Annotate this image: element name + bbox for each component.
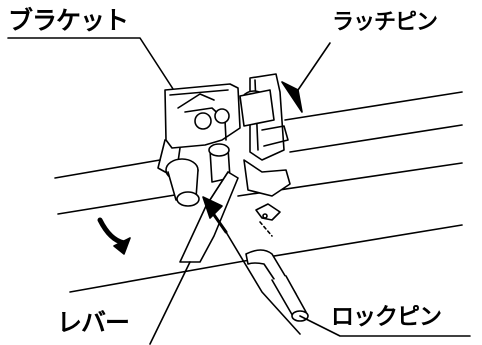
bracket-label: ブラケット — [8, 6, 129, 35]
lock-pin-leader — [299, 315, 471, 337]
lock-hole — [255, 203, 281, 237]
latch-pin-leader — [281, 42, 331, 113]
rotation-arrow — [97, 217, 131, 255]
latch-pin — [239, 73, 291, 197]
bracket — [157, 83, 241, 179]
latch-pin-label: ラッチピン — [332, 10, 438, 35]
lever-leader — [149, 261, 191, 345]
lock-pin — [245, 249, 309, 322]
lever-direction-arrow — [202, 196, 301, 335]
bracket-leader — [7, 37, 176, 93]
lever — [165, 143, 239, 263]
lever-label: レバー — [57, 308, 130, 337]
lock-pin-label: ロックピン — [331, 304, 442, 330]
